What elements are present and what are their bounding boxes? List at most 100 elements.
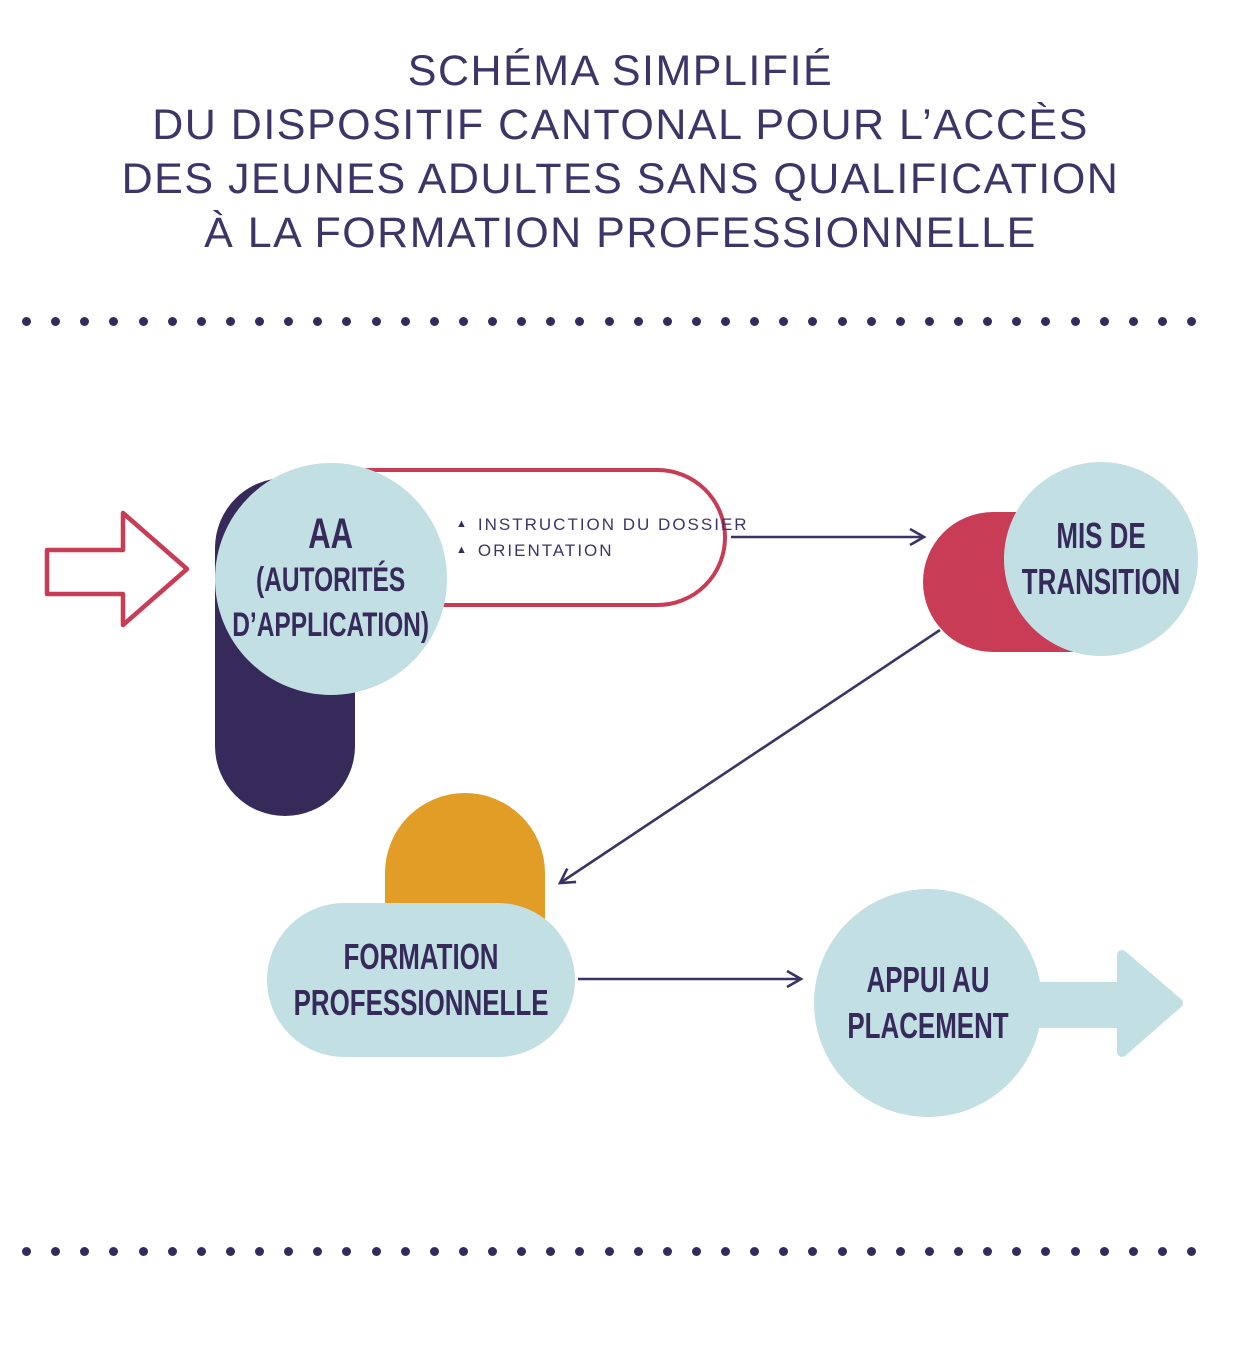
dot [604, 316, 614, 326]
dot [109, 1246, 119, 1256]
dot [954, 1246, 963, 1256]
dot [1128, 1246, 1138, 1256]
dot [109, 316, 119, 326]
dot [575, 1246, 585, 1256]
node-label: MIS DE TRANSITION [1021, 515, 1181, 602]
dot [1041, 1246, 1051, 1256]
dot [1157, 1246, 1167, 1256]
node-label: APPUI AU PLACEMENT [847, 959, 1009, 1046]
entry-arrow-icon [44, 510, 190, 628]
dot [633, 316, 643, 326]
dot [1187, 1246, 1196, 1256]
dot [808, 316, 818, 326]
dot [196, 316, 206, 326]
dot [779, 1246, 789, 1256]
node-label: FORMATION PROFESSIONNELLE [293, 936, 549, 1023]
dot [488, 316, 497, 326]
title-line-4: À LA FORMATION PROFESSIONNELLE [204, 209, 1037, 257]
dotted-separator-bottom [22, 1246, 1196, 1256]
dot [458, 1246, 468, 1256]
dot [721, 1246, 730, 1256]
dot [22, 1246, 31, 1256]
dot [313, 1246, 323, 1256]
dot [866, 316, 876, 326]
dot [895, 316, 905, 326]
dot [225, 316, 235, 326]
title-line-2: DU DISPOSITIF CANTONAL POUR L’ACCÈS [152, 101, 1089, 149]
dot [400, 1246, 410, 1256]
dot [371, 1246, 381, 1256]
dot [924, 1246, 934, 1256]
dot [954, 316, 963, 326]
dot [1070, 316, 1080, 326]
node-formation-professionnelle: FORMATION PROFESSIONNELLE [267, 903, 575, 1057]
dot [429, 316, 439, 326]
dot [983, 316, 993, 326]
process-item: ▲ INSTRUCTION DU DOSSIER [456, 515, 747, 535]
page-title: SCHÉMA SIMPLIFIÉ DU DISPOSITIF CANTONAL … [0, 44, 1241, 260]
dot [808, 1246, 818, 1256]
triangle-bullet-icon: ▲ [456, 544, 467, 556]
dot [400, 316, 410, 326]
dot [167, 316, 177, 326]
process-item: ▲ ORIENTATION [456, 541, 723, 561]
dot [575, 316, 585, 326]
dot [750, 316, 760, 326]
dot [371, 316, 381, 326]
dot [458, 316, 468, 326]
dot [284, 1246, 294, 1256]
process-item-label: ORIENTATION [477, 540, 614, 560]
dot [924, 316, 934, 326]
dot [517, 316, 527, 326]
dot [546, 316, 556, 326]
node-autorites-application: AA (AUTORITÉS D’APPLICATION) [215, 463, 447, 695]
dot [1041, 316, 1051, 326]
dot [51, 316, 61, 326]
dot [80, 1246, 90, 1256]
dot [225, 1246, 235, 1256]
dot [255, 1246, 264, 1256]
dot [895, 1246, 905, 1256]
triangle-bullet-icon: ▲ [456, 518, 467, 530]
dot [866, 1246, 876, 1256]
dot [138, 316, 148, 326]
dot [662, 1246, 672, 1256]
dot [721, 316, 730, 326]
dot [1012, 316, 1022, 326]
dot [1012, 1246, 1022, 1256]
node-label: AA (AUTORITÉS D’APPLICATION) [232, 510, 430, 644]
dot [1187, 316, 1196, 326]
dot [429, 1246, 439, 1256]
connector-mis-to-formation [557, 628, 941, 885]
dot [196, 1246, 206, 1256]
dot [1157, 316, 1167, 326]
dot [662, 316, 672, 326]
dot [837, 316, 847, 326]
dot [546, 1246, 556, 1256]
dot [284, 316, 294, 326]
dot [138, 1246, 148, 1256]
exit-arrow-icon [1015, 950, 1183, 1057]
dot [167, 1246, 177, 1256]
dot [1128, 316, 1138, 326]
dot [313, 316, 323, 326]
dot [633, 1246, 643, 1256]
process-item-label: INSTRUCTION DU DOSSIER [477, 514, 749, 534]
dot [342, 1246, 352, 1256]
dot [488, 1246, 497, 1256]
dotted-separator-top [22, 316, 1196, 326]
dot [604, 1246, 614, 1256]
dot [691, 1246, 701, 1256]
dot [983, 1246, 993, 1256]
title-line-1: SCHÉMA SIMPLIFIÉ [407, 47, 834, 95]
dot [51, 1246, 61, 1256]
dot [80, 316, 90, 326]
title-line-3: DES JEUNES ADULTES SANS QUALIFICATION [121, 155, 1120, 203]
dot [517, 1246, 527, 1256]
dot [1070, 1246, 1080, 1256]
dot [22, 316, 31, 326]
dot [1099, 1246, 1109, 1256]
dot [691, 316, 701, 326]
